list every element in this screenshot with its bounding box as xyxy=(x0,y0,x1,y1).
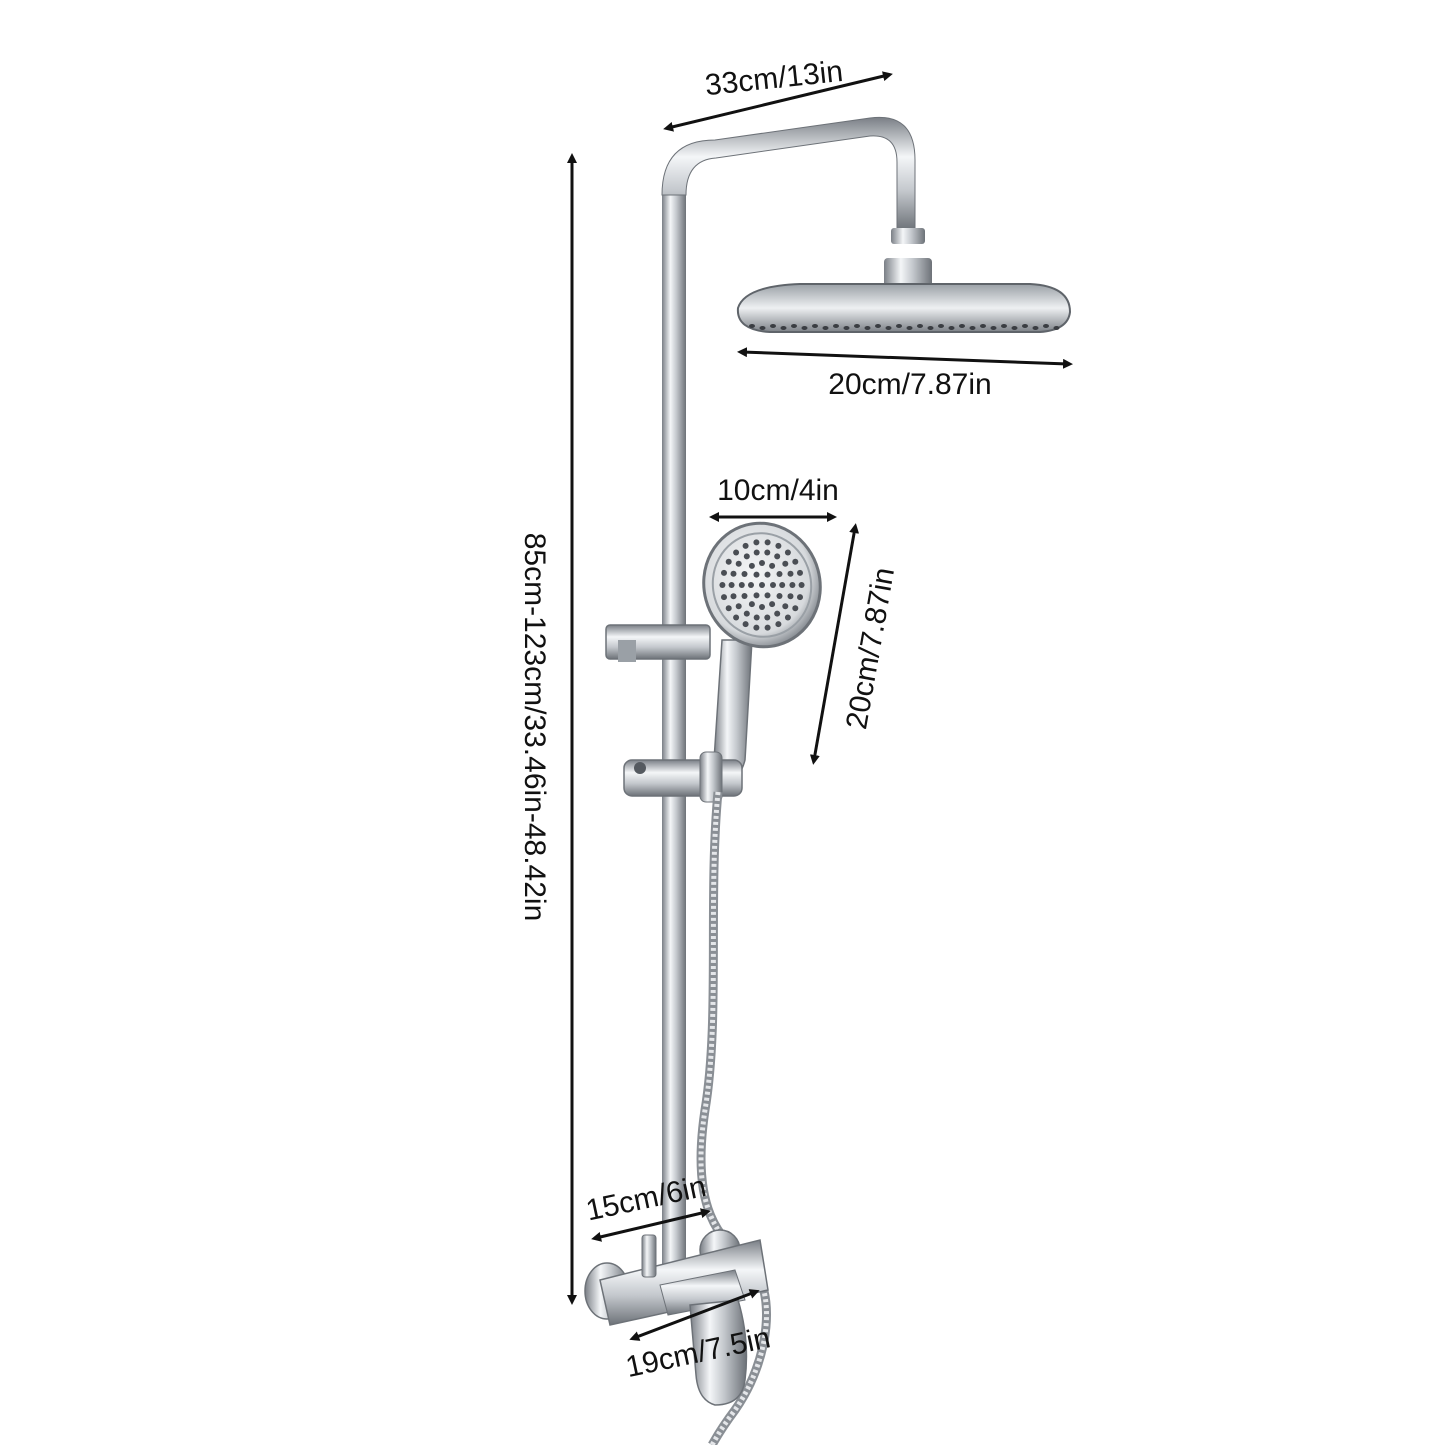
slide-bar-holder-upper xyxy=(605,624,711,662)
arm-length-label: 33cm/13in xyxy=(703,55,844,102)
slide-bar-holder-lower xyxy=(623,751,743,803)
hand-shower-length-arrow xyxy=(809,523,860,765)
dimension-arrows xyxy=(567,71,1073,1341)
height-range-label: 85cm-123cm/33.46in-48.42in xyxy=(518,533,551,922)
rain-head-width-arrow xyxy=(737,347,1073,369)
spout-length-arrow xyxy=(629,1289,760,1341)
hand-shower-nozzles xyxy=(719,539,805,631)
hand-head-width-label: 10cm/4in xyxy=(717,474,839,507)
rain-head-diameter-label: 20cm/7.87in xyxy=(828,368,991,401)
rain-head-nozzles xyxy=(749,324,1060,330)
valve-width-label: 15cm/6in xyxy=(583,1170,709,1228)
valve-width-arrow xyxy=(591,1208,711,1242)
hand-shower xyxy=(702,521,822,779)
rain-shower-head xyxy=(736,283,1072,333)
shower-riser-rail xyxy=(661,116,932,1300)
arm-length-arrow xyxy=(663,71,893,132)
hand-shower-length-label: 20cm/7.87in xyxy=(840,565,901,732)
